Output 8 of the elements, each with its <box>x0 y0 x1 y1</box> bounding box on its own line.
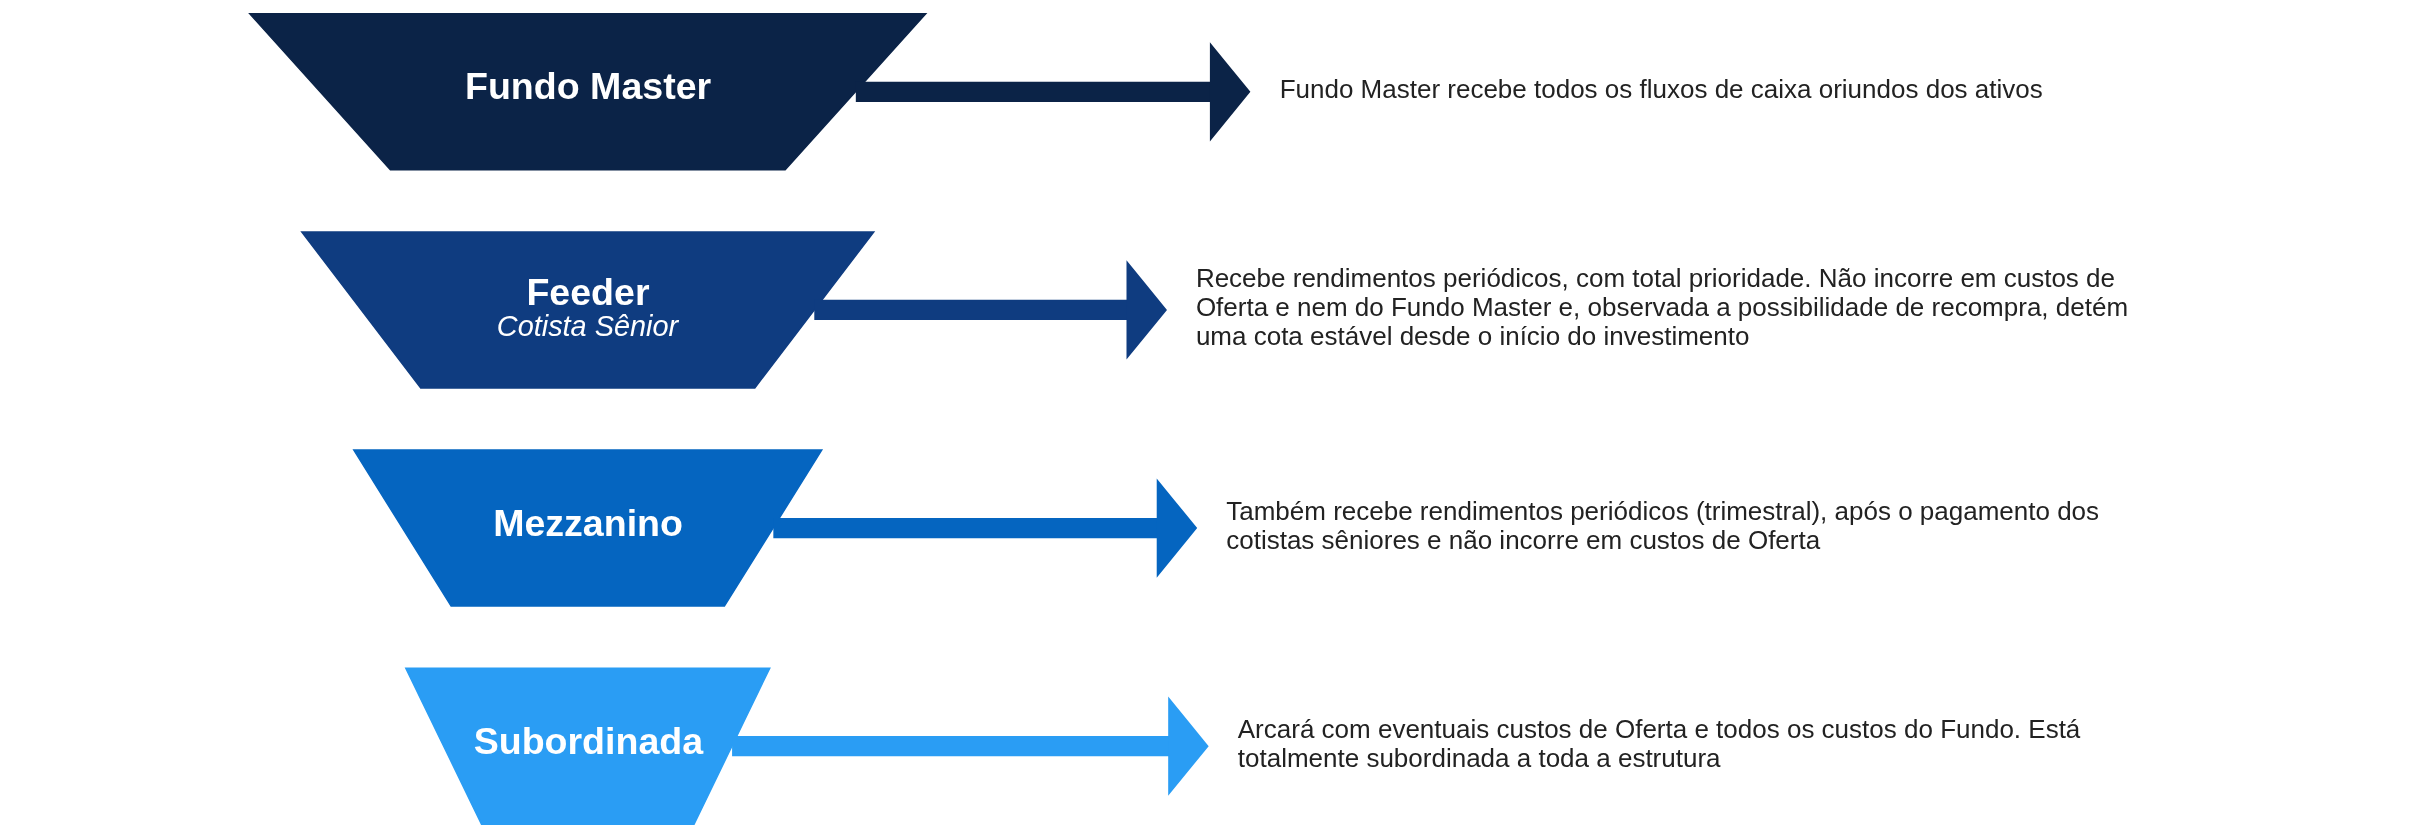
arrow <box>773 478 1198 578</box>
node-text: Recebe rendimentos periódicos, com total prioridade. Não incorre em custos de Oferta e nem do Fundo Master e, observada a possibilidade de recompra, detém uma cota estável desde o início do investimento <box>1195 263 2129 352</box>
node-text: Fundo Master recebe todos os fluxos de caixa oriundos dos ativos <box>1279 74 2043 105</box>
arrow <box>732 696 1209 796</box>
arrow <box>855 42 1251 142</box>
arrow <box>814 260 1167 360</box>
node-text: Também recebe rendimentos periódicos (trimestral), após o pagamento dos cotistas sêniores e não incorre em custos de Oferta <box>1226 495 2100 555</box>
node-text: Arcará com eventuais custos de Oferta e todos os custos do Fundo. Está totalmente subordinada a toda a estrutura <box>1237 714 2081 773</box>
